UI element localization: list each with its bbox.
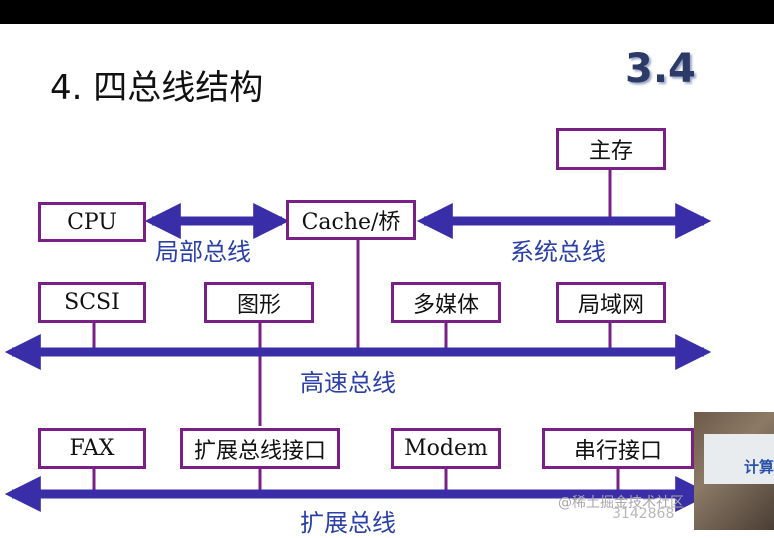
system-bus-label: 系统总线 <box>510 238 606 266</box>
multimedia-box: 多媒体 <box>391 282 501 323</box>
watermark: @稀土掘金技术社区 <box>558 495 684 511</box>
high-speed-bus-label: 高速总线 <box>300 369 396 397</box>
slide-title: 4. 四总线结构 <box>50 68 264 108</box>
watermark-id: 3142868 <box>612 506 675 522</box>
graphics-box: 图形 <box>204 282 314 323</box>
scsi-box: SCSI <box>38 282 146 323</box>
expansion-interface-box: 扩展总线接口 <box>180 428 340 469</box>
section-number: 3.4 <box>625 46 696 92</box>
main-memory-box: 主存 <box>556 128 666 170</box>
modem-box: Modem <box>391 428 501 469</box>
fax-box: FAX <box>38 428 146 469</box>
local-bus-label: 局部总线 <box>155 238 251 266</box>
presenter-video-thumbnail: 计算 <box>694 412 774 530</box>
video-text: 计算 <box>744 458 774 476</box>
cpu-box: CPU <box>38 202 146 242</box>
video-screen <box>704 434 774 484</box>
expansion-bus-label: 扩展总线 <box>300 509 396 537</box>
top-bar <box>0 0 774 24</box>
lan-box: 局域网 <box>556 282 666 323</box>
serial-interface-box: 串行接口 <box>542 428 694 469</box>
cache-bridge-box: Cache/桥 <box>286 200 416 240</box>
